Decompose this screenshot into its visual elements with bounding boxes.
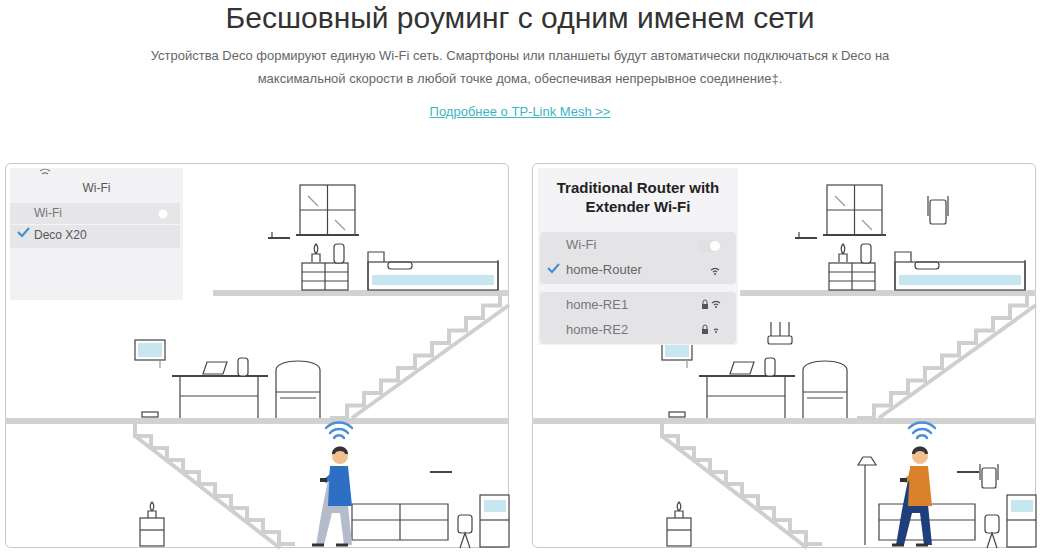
network-name: home-RE2 [566,317,628,342]
network-name: home-RE1 [566,292,628,317]
network-name: Deco X20 [34,225,87,246]
network-row: home-RE2 [540,317,736,344]
network-name: Wi-Fi [34,203,62,224]
network-row: Wi-Fi [540,232,736,259]
panel-heading: Traditional Router with Extender Wi-Fi [556,178,721,216]
network-row: Wi-Fi [10,203,180,226]
more-link-text: Подробнее о TP-Link Mesh >> [430,104,611,119]
wifi-panel: Traditional Router with Extender Wi-FiWi… [538,168,738,345]
panel-heading: Wi-Fi [22,180,172,196]
page-title: Бесшовный роуминг с одним именем сети [0,0,1040,36]
more-link: Подробнее о TP-Link Mesh >> [0,103,1040,121]
network-name: home-Router [566,257,642,282]
network-row: home-Router [540,257,736,284]
intro-text: Устройства Deco формируют единую Wi-Fi с… [130,44,910,90]
wifi-panel: Wi-FiWi-FiDeco X20 [10,168,183,300]
network-row: home-RE1 [540,292,736,319]
network-name: Wi-Fi [566,232,596,257]
network-row: Deco X20 [10,224,180,248]
